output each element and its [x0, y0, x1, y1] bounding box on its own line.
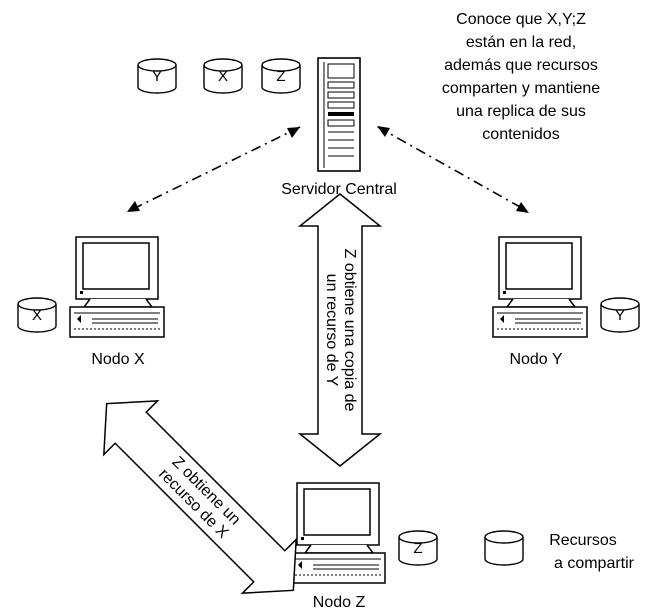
node-y-computer-icon	[492, 236, 588, 338]
server-to-node-x-arrow	[127, 126, 301, 212]
replica-cylinder-x: X	[203, 58, 243, 94]
diagonal-double-arrow: Z obtiene un recurso de X	[102, 399, 298, 595]
server-to-node-y-arrow	[377, 126, 529, 213]
replica-cylinder-z: Z	[261, 58, 301, 94]
vertical-arrow-label: Z obtiene una copia de un recurso de Y	[323, 249, 358, 412]
legend-line-1: Recursos	[549, 532, 617, 549]
vertical-arrow-line-2: un recurso de Y	[323, 274, 340, 387]
node-x-computer-icon	[69, 236, 165, 338]
server-note: Conoce que X,Y;Z están en la red, además…	[442, 11, 600, 143]
replica-label-x: X	[218, 68, 228, 85]
legend-resource-cylinder	[484, 530, 524, 566]
server-note-line-5: una replica de sus	[456, 103, 586, 120]
node-z-resource-label: Z	[413, 540, 422, 557]
legend-label: Recursos a compartir	[549, 532, 634, 572]
server-note-line-4: comparten y mantiene	[442, 80, 600, 97]
legend-line-2: a compartir	[554, 555, 635, 572]
node-y-label: Nodo Y	[509, 351, 562, 368]
server-tower-icon	[317, 57, 361, 172]
replica-cylinder-y: Y	[137, 58, 177, 94]
node-z-label: Nodo Z	[313, 594, 366, 611]
node-x-label: Nodo X	[91, 351, 145, 368]
server-label: Servidor Central	[281, 181, 397, 198]
vertical-double-arrow	[297, 193, 383, 467]
replica-label-z: Z	[276, 68, 285, 85]
node-z-resource-cylinder: Z	[398, 530, 438, 566]
vertical-arrow-line-1: Z obtiene una copia de	[341, 249, 358, 412]
server-note-line-6: contenidos	[482, 126, 559, 143]
node-z-computer-icon	[290, 482, 386, 584]
node-x-resource-label: X	[32, 307, 42, 324]
server-note-line-1: Conoce que X,Y;Z	[456, 11, 586, 28]
node-x-resource-cylinder: X	[17, 297, 57, 333]
server-note-line-2: están en la red,	[466, 34, 576, 51]
node-y-resource-label: Y	[615, 307, 625, 324]
node-y-resource-cylinder: Y	[600, 297, 640, 333]
replica-label-y: Y	[152, 68, 162, 85]
server-note-line-3: además que recursos	[444, 57, 598, 74]
